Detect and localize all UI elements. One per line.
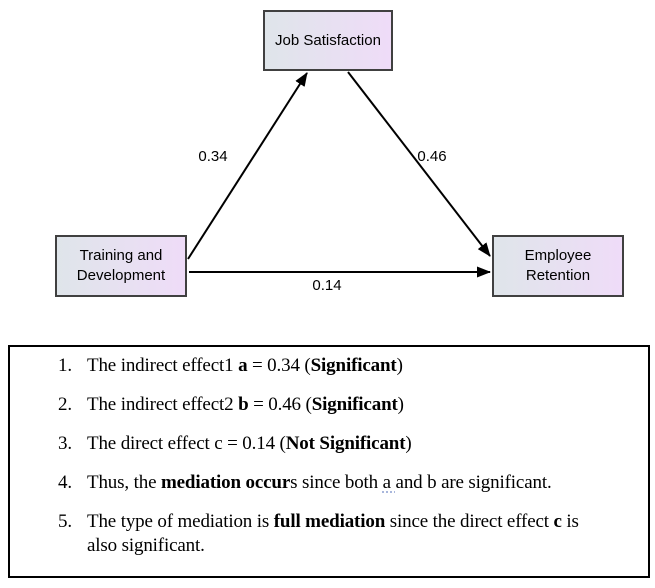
- note-text: The direct effect c = 0.14 (Not Signific…: [87, 433, 412, 454]
- note-item-2: 2. The indirect effect2 b = 0.46 (Signif…: [58, 393, 640, 417]
- note-item-3: 3. The direct effect c = 0.14 (Not Signi…: [58, 432, 640, 456]
- path-b-coefficient: 0.46: [417, 148, 447, 165]
- note-number: 3.: [58, 433, 72, 454]
- path-arrows: [187, 71, 491, 278]
- node-job-satisfaction: Job Satisfaction: [263, 10, 393, 71]
- note-number: 4.: [58, 472, 72, 493]
- notes-panel: 1. The indirect effect1 a = 0.34 (Signif…: [8, 345, 650, 578]
- note-text: Thus, the mediation occurs since both a …: [87, 472, 552, 493]
- node-training-development: Training and Development: [55, 235, 187, 297]
- note-text: The type of mediation is full mediation …: [87, 511, 579, 556]
- note-item-5: 5. The type of mediation is full mediati…: [58, 510, 640, 558]
- note-item-1: 1. The indirect effect1 a = 0.34 (Signif…: [58, 354, 640, 378]
- note-number: 2.: [58, 394, 72, 415]
- note-item-4: 4. Thus, the mediation occurs since both…: [58, 471, 640, 495]
- path-a-coefficient: 0.34: [198, 148, 228, 165]
- path-a-arrow: [187, 72, 308, 260]
- node-employee-retention: Employee Retention: [492, 235, 624, 297]
- note-text: The indirect effect2 b = 0.46 (Significa…: [87, 394, 404, 415]
- note-text: The indirect effect1 a = 0.34 (Significa…: [87, 355, 403, 376]
- path-b-arrow: [347, 71, 491, 257]
- note-number: 5.: [58, 511, 72, 532]
- mediation-diagram: Job Satisfaction Training and Developmen…: [55, 10, 624, 297]
- note-number: 1.: [58, 355, 72, 376]
- path-c-coefficient: 0.14: [312, 277, 342, 294]
